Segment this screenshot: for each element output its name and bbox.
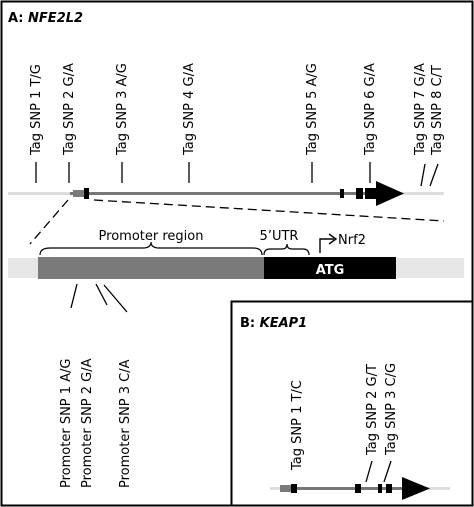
braces [39,241,310,256]
gene-b-exon-1 [291,484,297,493]
gene-b-promoter-block [280,485,291,492]
panel-b-gene-model [270,477,450,500]
panel-b-frame [230,300,474,507]
panel-b-tag-snp-pointers [365,460,392,483]
expanded-region: ATG [8,257,464,279]
gene-a-exon-3 [356,188,363,199]
pointer-promoter-snp-1 [70,283,78,309]
panel-a-tag-snp-3: Tag SNP 3 A/G [115,63,130,156]
panel-a-tag-snp-5: Tag SNP 5 A/G [305,63,320,156]
start-codon-label: ATG [316,263,345,278]
pointer-promoter-snp-3 [103,284,128,313]
promoter-snp-2: Promoter SNP 2 G/A [80,358,95,488]
pointer-b-tag-snp-3 [383,460,392,483]
gene-a-direction-arrow [376,181,404,206]
zoom-lines [29,199,445,245]
gene-b-exon-4 [386,484,392,493]
panel-a-gene: NFE2L2 [28,11,83,26]
gene-a-promoter-block [73,190,84,197]
pointer-promoter-snp-2 [95,283,108,306]
utr-brace [263,243,310,256]
panel-b-tag-snp-2: Tag SNP 2 G/T [365,364,380,456]
panel-a-tag-snp-6: Tag SNP 6 G/A [363,63,378,156]
utr-label: 5’UTR [260,229,299,244]
expanded-flank-left [8,258,38,278]
gene-a-exon-4 [365,188,377,199]
expanded-flank-right [396,258,464,278]
gene-b-exon-3 [378,484,382,493]
pointer-tag-snp-7 [420,163,426,187]
panel-a-gene-model [8,181,444,206]
gene-a-exon-2 [340,189,344,198]
utr-exon-block [264,257,396,279]
panel-a-title: A: NFE2L2 [8,11,83,26]
gene-b-exon-2 [355,484,361,493]
panel-b-title: B: KEAP1 [240,316,307,331]
panel-b-gene: KEAP1 [260,316,308,331]
panel-b-tag-snp-3: Tag SNP 3 C/G [384,363,399,456]
promoter-snp-labels: Promoter SNP 1 A/G Promoter SNP 2 G/A Pr… [59,358,133,488]
panel-a-tag-snp-2: Tag SNP 2 G/A [62,63,77,156]
promoter-snp-3: Promoter SNP 3 C/A [118,359,133,488]
tss-label: Nrf2 [338,233,366,248]
zoom-line-left [29,199,69,245]
promoter-region-brace [39,241,263,256]
zoom-line-right [93,199,445,222]
panel-a-tag-snp-pointers [35,162,439,187]
gene-a-exon-1 [84,188,89,199]
panel-b-tag-snp-labels: Tag SNP 1 T/C Tag SNP 2 G/T Tag SNP 3 C/… [290,363,399,471]
promoter-snp-pointers [70,283,128,313]
panel-a-tag-snp-4: Tag SNP 4 G/A [182,63,197,156]
panel-a-title-prefix: A: [8,11,24,26]
panel-a-tag-snp-8: Tag SNP 8 C/T [430,65,445,156]
panel-a-tag-snp-1: Tag SNP 1 T/G [29,64,44,156]
pointer-b-tag-snp-2 [365,460,373,483]
pointer-tag-snp-8 [429,163,439,187]
gene-b-direction-arrow [402,477,430,500]
panel-b-tag-snp-1: Tag SNP 1 T/C [290,380,305,471]
panel-a-tag-snp-7: Tag SNP 7 G/A [413,63,428,156]
promoter-region-label: Promoter region [99,229,204,244]
promoter-region-block [38,257,264,279]
panel-a-tag-snp-labels: Tag SNP 1 T/G Tag SNP 2 G/A Tag SNP 3 A/… [29,63,445,156]
promoter-snp-1: Promoter SNP 1 A/G [59,358,74,488]
tss-arrow [319,233,338,253]
panel-b-title-prefix: B: [240,316,255,331]
